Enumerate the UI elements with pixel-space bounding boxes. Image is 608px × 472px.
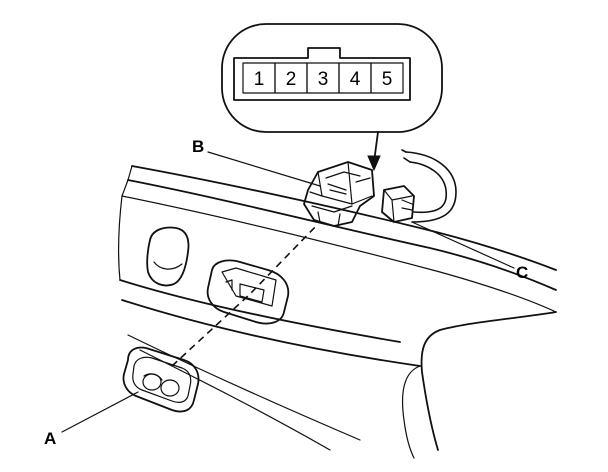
switch-b (303, 161, 375, 227)
wire-harness (409, 161, 448, 214)
connector-c (381, 149, 457, 223)
pin-number: 3 (318, 69, 329, 90)
leader-line-a (61, 391, 139, 433)
connector-face-detail: 1 2 3 4 5 (221, 23, 443, 133)
switch-opening (206, 259, 290, 325)
pin-number: 5 (382, 69, 393, 90)
switch-a (122, 346, 200, 413)
leader-line-b (207, 151, 321, 187)
door-lock-knob (146, 226, 190, 287)
callout-c: C (516, 263, 528, 282)
pin-cells (242, 62, 404, 94)
pin-number: 1 (254, 69, 265, 90)
pin-number: 2 (286, 69, 297, 90)
wire-harness (405, 151, 457, 223)
door-trim-panel (118, 165, 557, 459)
callout-b: B (192, 137, 204, 156)
detail-pointer-arrow (367, 131, 381, 172)
connector-housing (233, 47, 411, 101)
alignment-dashed-line (171, 223, 319, 367)
connector-face-outline (221, 23, 443, 133)
pin-cell (370, 62, 404, 94)
pin-number: 4 (350, 69, 361, 90)
callout-a: A (44, 429, 56, 448)
leader-line-c (411, 221, 515, 269)
